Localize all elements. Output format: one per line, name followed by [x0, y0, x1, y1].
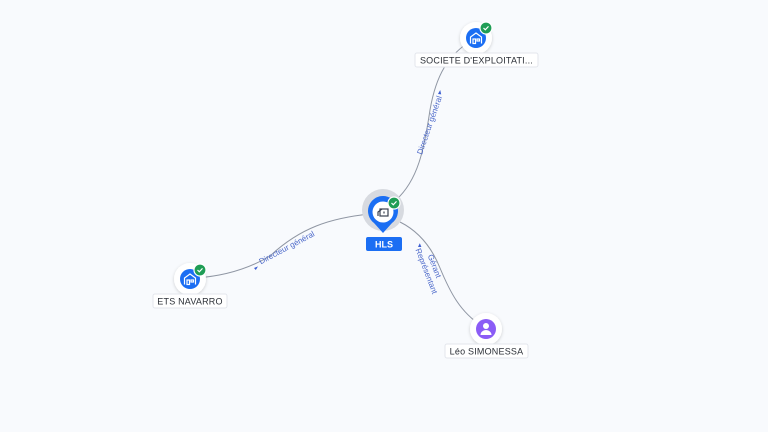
- edge-label-left: Directeur général: [258, 229, 317, 266]
- edge-bottom-arrow: [418, 243, 422, 247]
- verified-check-icon: [387, 196, 401, 210]
- node-left[interactable]: ETS NAVARRO: [152, 263, 228, 309]
- node-center-inner: [372, 201, 394, 223]
- node-center-label-box: [366, 237, 402, 251]
- verified-check-icon: [193, 263, 207, 277]
- edge-left-arrow: [254, 266, 258, 270]
- node-bottom-label-box: [444, 343, 529, 359]
- company-icon: [469, 32, 483, 45]
- node-top-label-box: [414, 52, 539, 68]
- node-bottom[interactable]: Léo SIMONESSA: [444, 313, 529, 359]
- node-center[interactable]: HLS: [362, 189, 404, 251]
- person-icon: [480, 323, 492, 335]
- edge-top-arrow: [438, 90, 442, 95]
- edge-center-left[interactable]: [195, 213, 371, 279]
- verified-check-icon: [479, 21, 493, 35]
- company-icon: [183, 273, 197, 286]
- node-center-label: HLS: [375, 240, 393, 250]
- edge-label-top: Directeur général: [415, 95, 444, 156]
- node-bottom-label: Léo SIMONESSA: [450, 347, 524, 357]
- node-top-label: SOCIETE D'EXPLOITATI...: [420, 56, 533, 66]
- node-left-label: ETS NAVARRO: [157, 297, 222, 307]
- node-left-label-box: [152, 293, 228, 309]
- edge-center-bottom[interactable]: [399, 221, 483, 327]
- node-top[interactable]: SOCIETE D'EXPLOITATI...: [414, 21, 539, 68]
- building-icon: [377, 208, 389, 217]
